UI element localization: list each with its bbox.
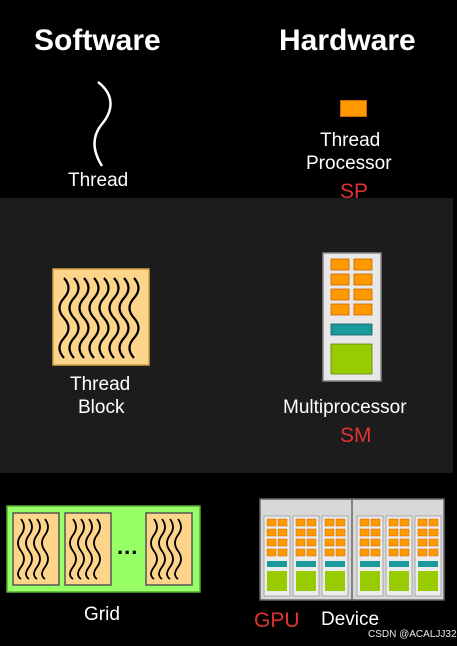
thread-row-background <box>0 0 453 198</box>
thread-processor-label-line1: Thread <box>320 130 381 151</box>
thread-wave-icon <box>93 81 112 167</box>
gpu-device-icon <box>259 498 445 601</box>
thread-block-label-line1: Thread <box>70 374 131 395</box>
multiprocessor-icon <box>322 252 382 382</box>
thread-processor-label-line2: Processor <box>306 153 392 174</box>
grid-block-3 <box>145 512 193 586</box>
thread-block-label-line2: Block <box>78 397 125 418</box>
thread-processor-icon <box>340 100 367 117</box>
gpu-sm-columns <box>263 515 442 597</box>
sm-label: SM <box>340 424 372 447</box>
multiprocessor-label: Multiprocessor <box>283 397 407 418</box>
gpu-label: GPU <box>254 609 300 632</box>
grid-block-2 <box>64 512 112 586</box>
grid-icon <box>6 505 201 593</box>
grid-ellipsis: ... <box>117 534 139 559</box>
grid-label: Grid <box>84 604 120 625</box>
thread-block-icon <box>52 268 150 366</box>
sp-label: SP <box>340 180 369 203</box>
watermark: CSDN @ACALJJ32 <box>368 629 457 640</box>
thread-label: Thread <box>68 170 129 191</box>
device-label: Device <box>321 609 380 630</box>
hardware-header: Hardware <box>279 24 416 57</box>
software-header: Software <box>34 24 161 57</box>
grid-block-1 <box>12 512 60 586</box>
